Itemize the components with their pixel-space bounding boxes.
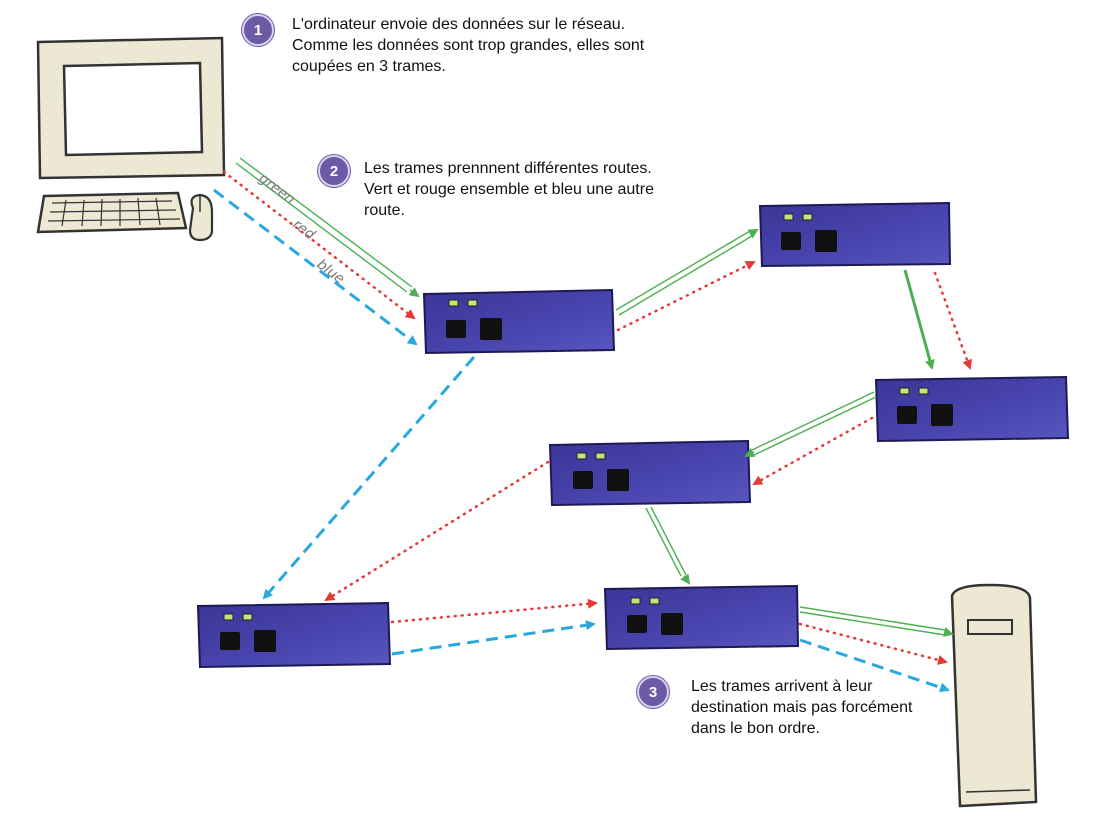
red-route (222, 170, 972, 665)
router-d (548, 439, 752, 507)
router-icon (874, 375, 1070, 443)
desktop-computer-icon (36, 36, 226, 242)
green-segment (645, 506, 687, 577)
router-e (196, 601, 392, 669)
router-icon (196, 601, 392, 669)
blue-segment (799, 638, 950, 693)
green-arrow (747, 229, 759, 239)
step-number-badge: 2 (318, 155, 350, 187)
green-segment (615, 230, 753, 316)
router-icon (422, 288, 616, 355)
green-segment (799, 606, 946, 636)
green-segment (903, 269, 935, 370)
route-label-blue: blue (314, 256, 348, 287)
blue-route (213, 188, 950, 693)
source-computer (36, 36, 226, 242)
blue-segment (213, 188, 418, 346)
step-description: L'ordinateur envoie des données sur le r… (292, 16, 645, 75)
red-segment (222, 170, 416, 320)
red-segment (616, 260, 756, 332)
step-3: 3 Les trames arrivent à leur destination… (637, 676, 912, 739)
step-2: 2 Les trames prennnent différentes route… (318, 155, 654, 221)
red-segment (390, 598, 598, 624)
green-arrow (943, 627, 954, 637)
step-1: 1 L'ordinateur envoie des données sur le… (242, 14, 644, 77)
red-segment (324, 460, 550, 602)
destination-server (950, 583, 1038, 808)
blue-segment (262, 356, 476, 600)
red-segment (752, 416, 874, 486)
route-label-red: red (290, 216, 318, 243)
step-description: Les trames prennnent différentes routes.… (364, 160, 654, 219)
router-a (422, 288, 616, 355)
step-description: Les trames arrivent à leur destination m… (691, 678, 913, 737)
router-icon (603, 584, 800, 651)
router-f (603, 584, 800, 651)
router-icon (548, 439, 752, 507)
green-segment (235, 157, 413, 293)
red-segment (933, 271, 972, 370)
green-segment (751, 391, 877, 456)
green-route (235, 157, 954, 637)
green-arrow (744, 447, 756, 457)
step-number-badge: 1 (242, 14, 274, 46)
router-b (758, 201, 952, 268)
step-number-badge: 3 (637, 676, 669, 708)
server-tower-icon (950, 583, 1038, 808)
green-arrow (408, 287, 420, 298)
green-arrow (680, 573, 691, 585)
blue-segment (391, 620, 596, 656)
red-segment (798, 622, 948, 665)
router-icon (758, 201, 952, 268)
router-c (874, 375, 1070, 443)
